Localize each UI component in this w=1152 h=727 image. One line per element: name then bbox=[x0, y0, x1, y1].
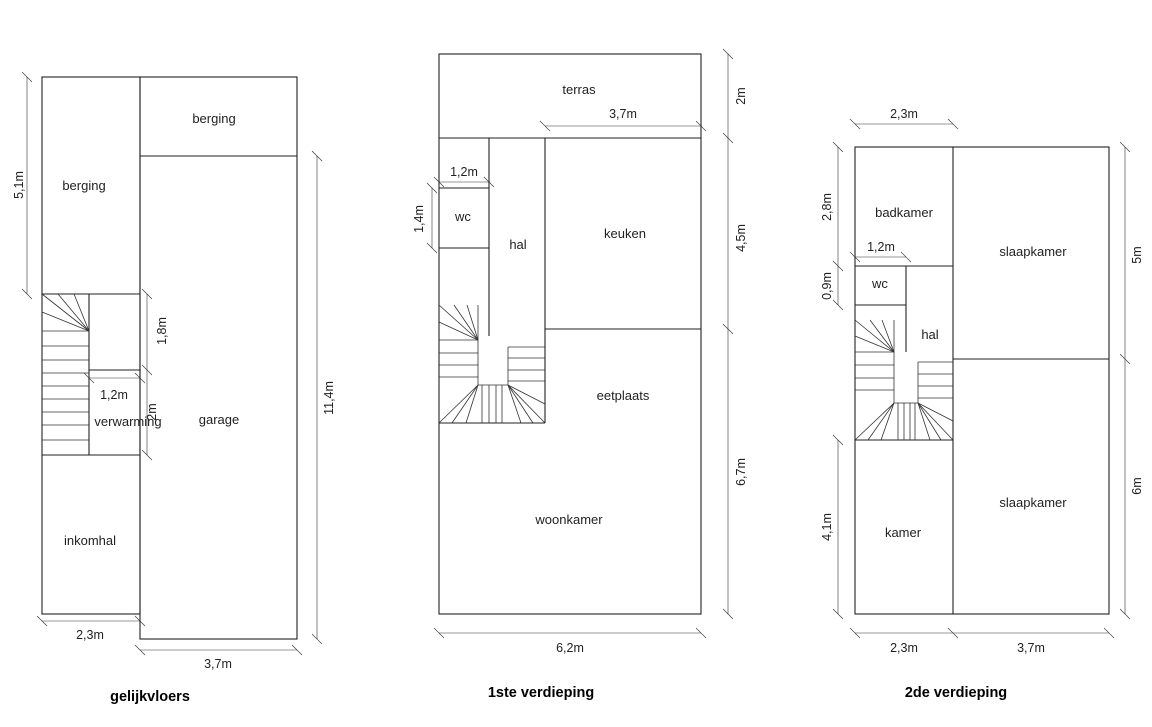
room-label-inkomhal: inkomhal bbox=[64, 533, 116, 548]
staircase bbox=[854, 319, 954, 441]
dimension-label-4-1m: 4,1m bbox=[820, 513, 834, 541]
room-label-kamer: kamer bbox=[885, 525, 922, 540]
room-label-hal: hal bbox=[509, 237, 526, 252]
dimension-lines bbox=[832, 118, 1131, 639]
dimension-label-4-5m: 4,5m bbox=[734, 224, 748, 252]
dimension-label-2-3m: 2,3m bbox=[890, 641, 918, 655]
dimension-label-6-7m: 6,7m bbox=[734, 458, 748, 486]
floor-plan-second: badkamer wc hal slaapkamer slaapkamer ka… bbox=[820, 107, 1144, 701]
floor-title-1ste-verdieping: 1ste verdieping bbox=[488, 685, 594, 701]
dimension-label-1-2m: 1,2m bbox=[867, 240, 895, 254]
room-label-woonkamer: woonkamer bbox=[534, 512, 603, 527]
dimension-label-3-7m: 3,7m bbox=[204, 657, 232, 671]
room-label-hal: hal bbox=[921, 327, 938, 342]
room-label-garage: garage bbox=[199, 412, 239, 427]
dimension-label-2-3m-top: 2,3m bbox=[890, 107, 918, 121]
dimension-label-5m: 5m bbox=[1130, 246, 1144, 263]
staircase bbox=[438, 304, 546, 424]
room-label-eetplaats: eetplaats bbox=[597, 388, 650, 403]
dimension-label-6m: 6m bbox=[1130, 477, 1144, 494]
floor-plan-first: terras wc hal keuken eetplaats woonkamer… bbox=[412, 48, 748, 701]
room-label-wc: wc bbox=[871, 276, 888, 291]
dimension-label-11-4m: 11,4m bbox=[322, 381, 336, 415]
room-label-berging-top: berging bbox=[192, 111, 235, 126]
dimension-label-1-8m: 1,8m bbox=[155, 317, 169, 345]
dimension-lines bbox=[21, 71, 323, 656]
dimension-label-3-7m: 3,7m bbox=[609, 107, 637, 121]
room-label-badkamer: badkamer bbox=[875, 205, 933, 220]
room-label-verwarming: verwarming bbox=[94, 414, 161, 429]
room-label-berging-left: berging bbox=[62, 178, 105, 193]
floor-title-2de-verdieping: 2de verdieping bbox=[905, 685, 1007, 701]
dimension-label-1-2m: 1,2m bbox=[100, 388, 128, 402]
room-label-slaapkamer-top: slaapkamer bbox=[999, 244, 1067, 259]
right-strip-outline bbox=[139, 76, 298, 640]
room-label-terras: terras bbox=[562, 82, 596, 97]
floor-title-gelijkvloers: gelijkvloers bbox=[110, 689, 190, 705]
dimension-label-2m: 2m bbox=[145, 403, 159, 420]
dimension-label-6-2m: 6,2m bbox=[556, 641, 584, 655]
staircase bbox=[41, 293, 90, 441]
dimension-label-2m: 2m bbox=[734, 87, 748, 104]
room-label-wc: wc bbox=[454, 209, 471, 224]
dimension-label-1-2m: 1,2m bbox=[450, 165, 478, 179]
dimension-label-3-7m: 3,7m bbox=[1017, 641, 1045, 655]
floor-plan-ground: berging berging verwarming garage inkomh… bbox=[12, 71, 336, 705]
dimension-lines bbox=[426, 48, 734, 639]
room-label-slaapkamer-bottom: slaapkamer bbox=[999, 495, 1067, 510]
dimension-label-2-3m: 2,3m bbox=[76, 628, 104, 642]
second-floor-outline bbox=[854, 146, 1110, 615]
dimension-label-1-4m: 1,4m bbox=[412, 205, 426, 233]
dimension-label-0-9m: 0,9m bbox=[820, 272, 834, 300]
room-label-keuken: keuken bbox=[604, 226, 646, 241]
dimension-label-2-8m: 2,8m bbox=[820, 193, 834, 221]
dimension-label-5-1m: 5,1m bbox=[12, 171, 26, 199]
first-floor-outline bbox=[438, 53, 702, 615]
